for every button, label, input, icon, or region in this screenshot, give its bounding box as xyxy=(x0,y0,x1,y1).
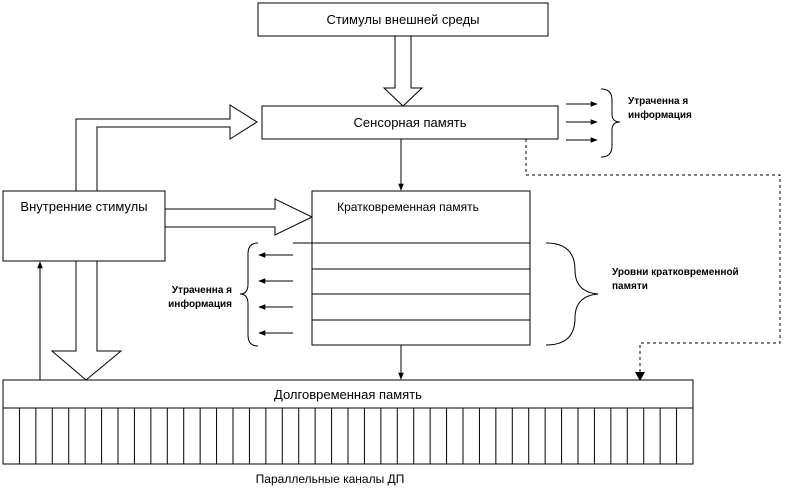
long-term-memory-node: Долговременная память xyxy=(2,379,694,409)
short-term-memory-node: Кратковременная память xyxy=(293,190,531,346)
stm-lost-brace xyxy=(239,242,259,347)
stm-levels-brace xyxy=(545,242,599,346)
stm-lost-arrows xyxy=(258,252,293,336)
lost-info-left-line2: информация xyxy=(168,298,232,310)
lost-info-top-line1: Утраченна я xyxy=(628,96,688,107)
long-term-memory-label: Долговременная память xyxy=(274,387,422,402)
sensory-lost-brace xyxy=(600,88,621,158)
stm-levels-line2: памяти xyxy=(612,281,648,292)
parallel-channels-caption: Параллельные каналы ДП xyxy=(256,472,405,486)
lost-info-top-line2: информация xyxy=(628,109,692,121)
sensory-memory-label: Сенсорная память xyxy=(354,115,467,130)
internal-to-stm-arrow xyxy=(164,198,314,236)
env-stimuli-node: Стимулы внешней среды xyxy=(257,2,549,37)
dashed-arrowhead xyxy=(635,372,645,381)
env-to-sensory-arrow xyxy=(382,35,424,107)
internal-to-sensory-arrow xyxy=(75,104,258,192)
parallel-channels-grid xyxy=(2,407,694,465)
short-term-memory-label: Кратковременная память xyxy=(337,200,479,214)
sensory-lost-arrows xyxy=(566,101,598,143)
internal-stimuli-label: Внутренние стимулы xyxy=(20,199,147,214)
sensory-memory-node: Сенсорная память xyxy=(261,105,559,140)
sensory-to-longterm-dashed xyxy=(525,139,781,376)
internal-to-longterm-arrow xyxy=(50,260,123,381)
lost-info-left-line1: Утраченна я xyxy=(172,285,232,296)
internal-stimuli-node: Внутренние стимулы xyxy=(2,190,166,262)
stm-levels-line1: Уровни кратковременной xyxy=(612,267,739,278)
env-stimuli-label: Стимулы внешней среды xyxy=(326,12,479,27)
